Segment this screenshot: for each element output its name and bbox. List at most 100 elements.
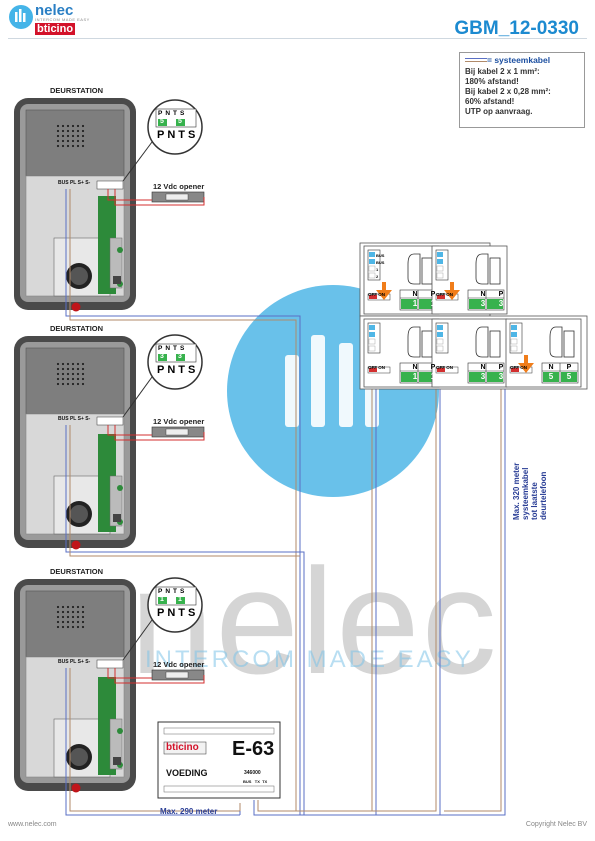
- terminal-value-n: 1: [178, 596, 182, 603]
- terminal-letter: P: [157, 129, 168, 141]
- terminal-letter: S: [188, 607, 199, 619]
- col-p: P: [430, 291, 436, 298]
- terminal-letter: T: [178, 607, 189, 619]
- max-vertical-line: deurtelefoon: [539, 471, 548, 520]
- terminal-value-p: 1: [160, 596, 164, 603]
- opener-label: 12 Vdc opener: [153, 417, 205, 426]
- bus-label: BUS PL S+ S-: [58, 416, 91, 422]
- power-supply: [157, 721, 281, 799]
- col-p: P: [430, 364, 436, 371]
- handset-terminal-label: BUS: [376, 253, 385, 258]
- psu-code: 346000: [244, 770, 261, 776]
- logo-name: nelec: [35, 2, 74, 19]
- legend-title-row: = systeemkabel: [465, 55, 550, 65]
- legend-line: Bij kabel 2 x 1 mm²:: [465, 67, 540, 76]
- psu-brand: bticino: [166, 742, 199, 753]
- max-vertical-line: systeemkabel: [521, 467, 530, 520]
- terminal-letter: S: [180, 110, 188, 117]
- handset-p: 3: [498, 299, 504, 308]
- handset-terminal-labels: BUS BUS 1 2: [376, 252, 384, 280]
- terminal-letters: PNTS: [158, 588, 187, 595]
- handset-n: 1: [412, 372, 418, 381]
- door-opener: [151, 191, 205, 203]
- handset-p: 5: [566, 372, 572, 381]
- nelec-logo-icon: [9, 5, 33, 29]
- col-n: N: [480, 291, 486, 298]
- exit-button: [71, 302, 81, 793]
- handset-terminal-label: BUS: [376, 260, 385, 265]
- col-n: N: [412, 291, 418, 298]
- max-distance-horizontal: Max. 290 meter: [160, 807, 218, 816]
- psu-label: VOEDING: [166, 768, 208, 778]
- opener-wiring: [107, 189, 205, 684]
- cable-symbol-icon: [465, 58, 487, 62]
- handset-n: 1: [412, 299, 418, 308]
- terminal-letter: T: [173, 110, 181, 117]
- switch-label: OFF ON: [368, 292, 385, 297]
- door-opener: [151, 669, 205, 681]
- terminal-letter: T: [178, 129, 189, 141]
- terminal-letter: P: [157, 607, 168, 619]
- header-divider: [8, 38, 587, 39]
- terminal-letter: N: [165, 110, 174, 117]
- terminal-big-letters: PNTS: [157, 364, 198, 376]
- terminal-letter: P: [158, 110, 166, 117]
- door-station-2: [13, 335, 137, 549]
- terminal-letter: N: [167, 364, 179, 376]
- opener-label: 12 Vdc opener: [153, 182, 205, 191]
- legend-title: = systeemkabel: [487, 55, 551, 65]
- door-station-3: [13, 578, 137, 792]
- terminal-letter: N: [165, 345, 174, 352]
- terminal-value-p: 3: [160, 353, 164, 360]
- door-station-label: DEURSTATION: [50, 86, 104, 95]
- legend-line: UTP op aanvraag.: [465, 107, 533, 116]
- legend-line: 180% afstand!: [465, 77, 519, 86]
- handset-terminal-label: 1: [376, 267, 379, 272]
- terminal-letter: N: [165, 588, 174, 595]
- handset-n: 3: [480, 372, 486, 381]
- terminal-letter: S: [188, 364, 199, 376]
- switch-label: OFF ON: [436, 292, 453, 297]
- terminal-letter: N: [167, 129, 179, 141]
- switch-label: OFF ON: [510, 365, 527, 370]
- col-n: N: [480, 364, 486, 371]
- orange-arrow-icon: [376, 282, 534, 373]
- terminal-letter: P: [158, 345, 166, 352]
- legend-line: 60% afstand!: [465, 97, 515, 106]
- terminal-big-letters: PNTS: [157, 607, 198, 619]
- terminal-letter: S: [188, 129, 199, 141]
- terminal-big-letters: PNTS: [157, 129, 198, 141]
- station-terminal-strip: [96, 180, 124, 669]
- col-n: N: [548, 364, 554, 371]
- legend-box: = systeemkabel Bij kabel 2 x 1 mm²: 180%…: [459, 52, 585, 128]
- terminal-letter: P: [157, 364, 168, 376]
- footer-website[interactable]: www.nelec.com: [8, 821, 57, 828]
- col-p: P: [566, 364, 572, 371]
- terminal-letters: PNTS: [158, 345, 187, 352]
- terminal-letter: T: [178, 364, 189, 376]
- system-cable: [65, 189, 506, 816]
- psu-terminals: BUS TX TX: [243, 779, 268, 784]
- switch-label: OFF ON: [436, 365, 453, 370]
- door-station-label: DEURSTATION: [50, 567, 104, 576]
- document-code: GBM_12-0330: [454, 18, 579, 39]
- max-vertical-line: Max. 320 meter: [512, 462, 521, 520]
- terminal-letter: P: [158, 588, 166, 595]
- col-p: P: [498, 291, 504, 298]
- door-opener: [151, 426, 205, 438]
- terminal-block: [155, 108, 197, 606]
- bus-label: BUS PL S+ S-: [58, 659, 91, 665]
- handset-n: 5: [548, 372, 554, 381]
- terminal-value-p: 5: [160, 118, 164, 125]
- terminal-letter: S: [180, 345, 188, 352]
- bus-label: BUS PL S+ S-: [58, 180, 91, 186]
- watermark-tagline: INTERCOM MADE EASY: [145, 646, 474, 673]
